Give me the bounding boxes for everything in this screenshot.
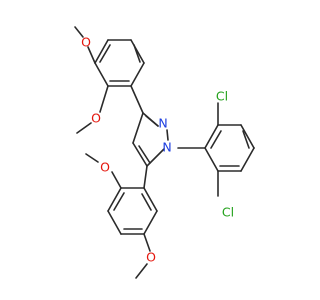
methoxy-oxygen-label: O [91,111,101,126]
chlorine-label: Cl [222,205,234,220]
chemical-structure-diagram: O O N N Cl Cl O O [74,26,255,279]
bond-lines [74,26,255,279]
methoxy-oxygen-label: O [100,160,110,175]
atom-labels: O O N N Cl Cl O O [81,35,234,265]
chlorine-label: Cl [216,89,228,104]
methoxy-oxygen-label: O [81,35,91,50]
methoxy-oxygen-label: O [146,250,156,265]
pyrazole-nitrogen-label: N [162,140,171,155]
pyrazole-nitrogen-label: N [158,116,167,131]
